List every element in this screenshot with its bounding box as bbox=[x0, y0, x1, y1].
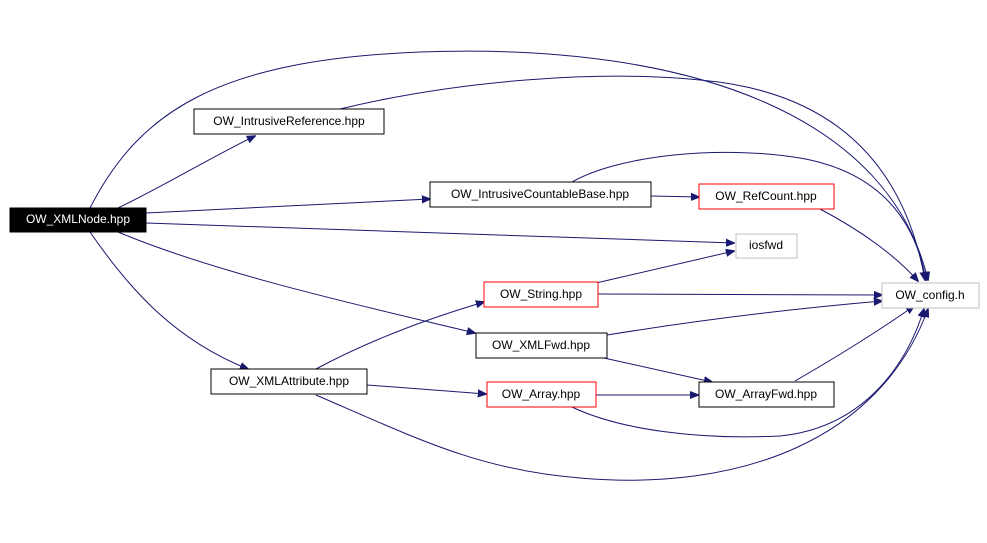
node-xmlnode[interactable]: OW_XMLNode.hpp bbox=[9, 207, 147, 233]
edge-array-to-config bbox=[571, 309, 924, 438]
edge-xmlnode-to-intrusive-countable-base bbox=[145, 199, 430, 214]
edge-xmlattribute-to-config bbox=[315, 309, 928, 481]
edge-xmlattribute-to-string bbox=[315, 302, 484, 370]
edge-xmlnode-to-intrusive-reference bbox=[117, 136, 255, 209]
edge-refcount-to-config bbox=[819, 208, 918, 281]
edge-xmlnode-to-xmlattribute bbox=[89, 231, 248, 369]
node-refcount[interactable]: OW_RefCount.hpp bbox=[698, 183, 835, 210]
edge-xmlnode-to-iosfwd bbox=[145, 222, 734, 243]
edge-string-to-config bbox=[597, 294, 882, 295]
node-iosfwd[interactable]: iosfwd bbox=[735, 233, 798, 259]
node-string-label: OW_String.hpp bbox=[500, 287, 582, 301]
edge-xmlnode-to-xmlfwd bbox=[117, 231, 475, 333]
node-intrusive-countable-base[interactable]: OW_IntrusiveCountableBase.hpp bbox=[429, 181, 652, 208]
node-array-label: OW_Array.hpp bbox=[502, 387, 581, 401]
node-iosfwd-label: iosfwd bbox=[749, 238, 783, 252]
node-xmlfwd-label: OW_XMLFwd.hpp bbox=[492, 338, 590, 352]
edge-xmlfwd-to-config bbox=[606, 301, 882, 336]
nodes-layer: OW_XMLNode.hpp OW_IntrusiveReference.hpp… bbox=[9, 108, 980, 408]
edge-intrusive-countable-base-to-config bbox=[571, 151, 926, 280]
edge-intrusive-countable-base-to-refcount bbox=[650, 196, 699, 197]
node-intrusive-countable-base-label: OW_IntrusiveCountableBase.hpp bbox=[451, 187, 629, 201]
edge-xmlnode-to-config bbox=[89, 50, 928, 280]
node-config-label: OW_config.h bbox=[895, 288, 964, 302]
node-arrayfwd[interactable]: OW_ArrayFwd.hpp bbox=[698, 381, 835, 408]
edge-arrayfwd-to-config bbox=[794, 306, 914, 382]
edge-string-to-iosfwd bbox=[595, 251, 734, 284]
node-xmlnode-label: OW_XMLNode.hpp bbox=[26, 212, 130, 226]
node-intrusive-reference[interactable]: OW_IntrusiveReference.hpp bbox=[193, 108, 385, 135]
node-refcount-label: OW_RefCount.hpp bbox=[715, 189, 817, 203]
edge-xmlfwd-to-arrayfwd bbox=[603, 357, 712, 382]
edge-xmlattribute-to-array bbox=[366, 384, 486, 394]
node-array[interactable]: OW_Array.hpp bbox=[486, 381, 597, 408]
node-arrayfwd-label: OW_ArrayFwd.hpp bbox=[715, 387, 817, 401]
node-xmlattribute[interactable]: OW_XMLAttribute.hpp bbox=[210, 368, 368, 395]
node-xmlattribute-label: OW_XMLAttribute.hpp bbox=[229, 374, 349, 388]
node-xmlfwd[interactable]: OW_XMLFwd.hpp bbox=[475, 332, 608, 359]
node-intrusive-reference-label: OW_IntrusiveReference.hpp bbox=[213, 114, 365, 128]
edge-intrusive-reference-to-config bbox=[339, 75, 925, 280]
node-config[interactable]: OW_config.h bbox=[881, 282, 980, 309]
edges-layer bbox=[89, 50, 928, 481]
node-string[interactable]: OW_String.hpp bbox=[483, 281, 599, 308]
